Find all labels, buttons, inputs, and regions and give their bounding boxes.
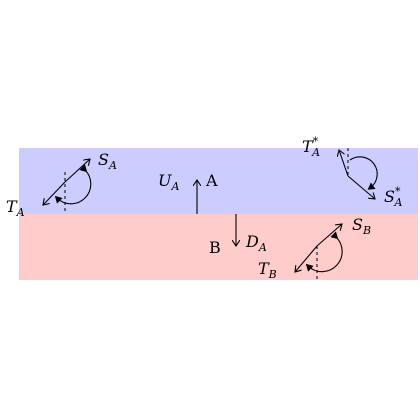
left-pair-group: SA TA xyxy=(6,150,117,219)
left-rotation-arc xyxy=(54,164,92,205)
b-rotation-arc xyxy=(305,231,343,273)
right-rotation-arc xyxy=(349,156,378,190)
right-pair-group: T*A S*A xyxy=(302,135,402,209)
label-t-a-left: TA xyxy=(6,197,25,219)
region-a-label: A xyxy=(205,171,218,190)
label-u-a: UA xyxy=(158,171,179,193)
right-vector-t-arrow xyxy=(339,150,349,177)
up-vector-group: UA A xyxy=(158,171,218,214)
region-a xyxy=(19,148,418,214)
region-b xyxy=(19,214,418,280)
label-d-a: DA xyxy=(245,232,267,254)
label-t-a-star: T*A xyxy=(302,135,320,159)
down-vector-group: B DA xyxy=(209,214,267,257)
right-vector-s-arrow xyxy=(347,175,375,199)
label-s-b: SB xyxy=(352,215,371,237)
label-s-a-star: S*A xyxy=(384,185,402,209)
region-b-label: B xyxy=(209,238,221,257)
label-t-b: TB xyxy=(258,259,277,281)
region-b-pair-group: SB TB xyxy=(258,215,371,281)
label-s-a-left: SA xyxy=(98,150,117,172)
